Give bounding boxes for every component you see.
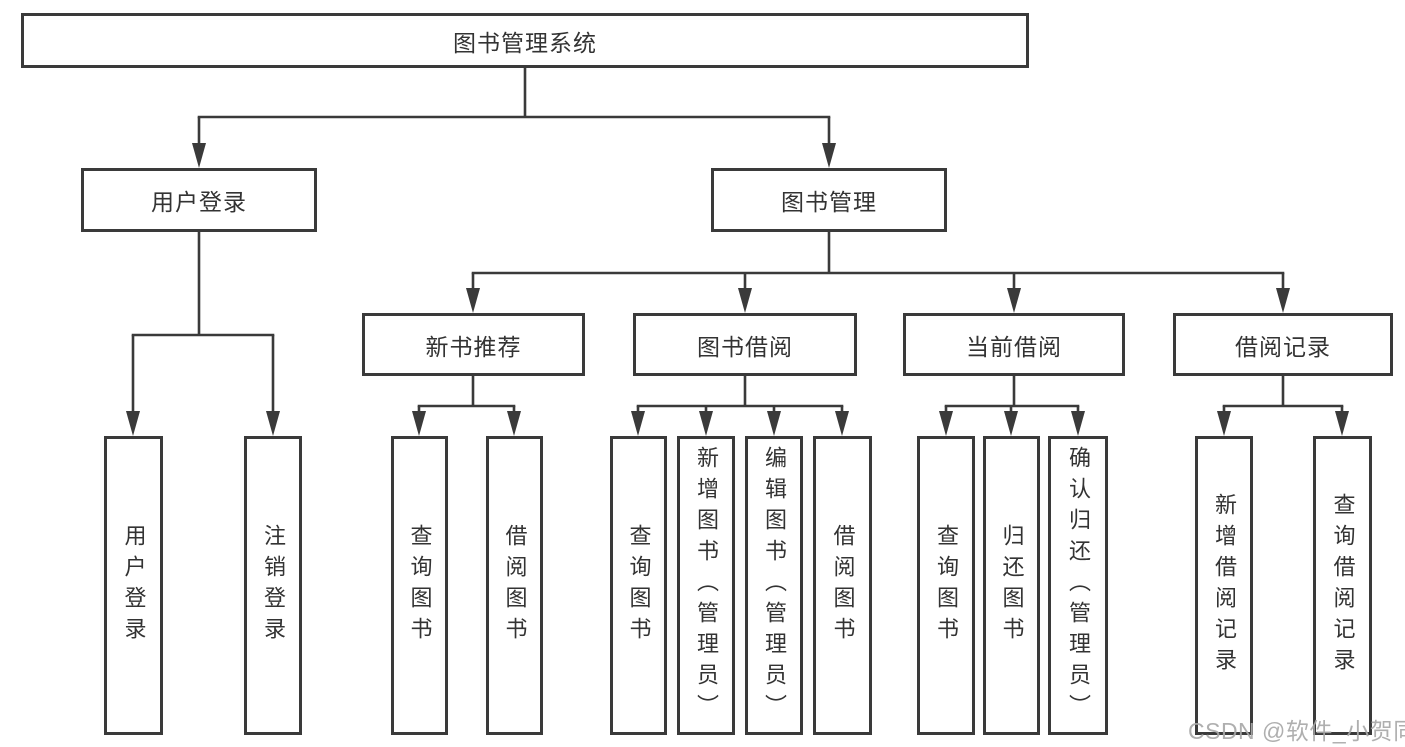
leaf-user-login: 用户登录 bbox=[104, 436, 163, 735]
leaf-query-book-recommend: 查询图书 bbox=[391, 436, 448, 735]
node-current-borrow: 当前借阅 bbox=[903, 313, 1125, 376]
leaf-add-book-admin: 新增图书（管理员） bbox=[677, 436, 735, 735]
leaf-confirm-return-admin: 确认归还（管理员） bbox=[1048, 436, 1108, 735]
node-new-book-recommend: 新书推荐 bbox=[362, 313, 585, 376]
leaf-borrow-book: 借阅图书 bbox=[813, 436, 872, 735]
leaf-logout: 注销登录 bbox=[244, 436, 302, 735]
leaf-borrow-book-recommend: 借阅图书 bbox=[486, 436, 543, 735]
leaf-query-book-current: 查询图书 bbox=[917, 436, 975, 735]
node-library-management-system: 图书管理系统 bbox=[21, 13, 1029, 68]
leaf-return-book: 归还图书 bbox=[983, 436, 1040, 735]
leaf-edit-book-admin: 编辑图书（管理员） bbox=[745, 436, 803, 735]
node-user-login: 用户登录 bbox=[81, 168, 317, 232]
leaf-query-book-borrow: 查询图书 bbox=[610, 436, 667, 735]
leaf-add-borrow-record: 新增借阅记录 bbox=[1195, 436, 1253, 735]
csdn-watermark: CSDN @软件_小贺同学 bbox=[1188, 718, 1405, 744]
node-book-borrow: 图书借阅 bbox=[633, 313, 857, 376]
leaf-query-borrow-record: 查询借阅记录 bbox=[1313, 436, 1372, 735]
node-book-management: 图书管理 bbox=[711, 168, 947, 232]
node-borrow-record: 借阅记录 bbox=[1173, 313, 1393, 376]
